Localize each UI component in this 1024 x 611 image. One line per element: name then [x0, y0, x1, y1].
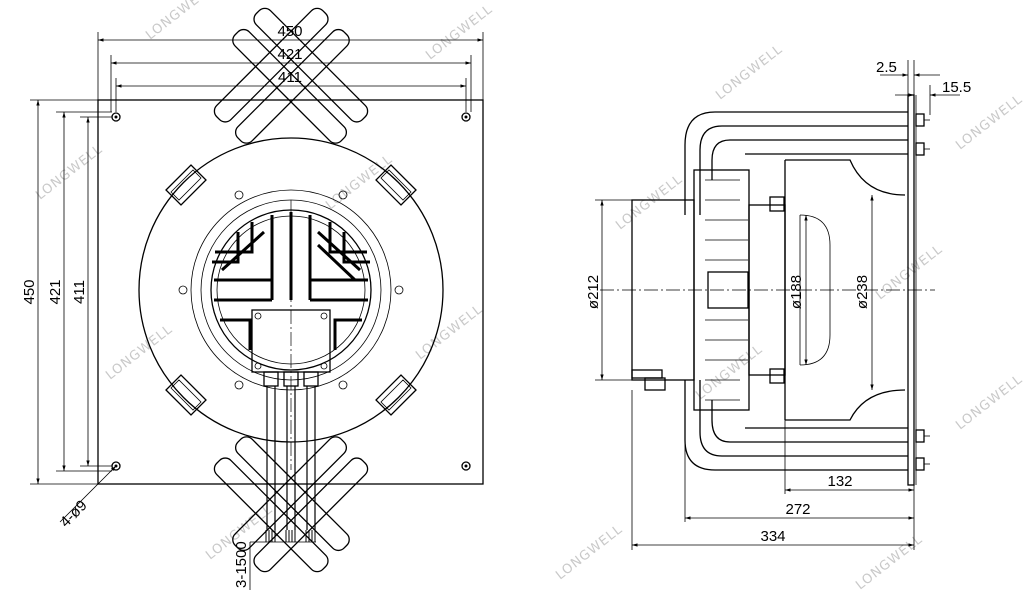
watermark: LONGWELL [693, 342, 766, 403]
watermark: LONGWELL [143, 0, 216, 43]
watermark: LONGWELL [413, 302, 486, 363]
dim-dia-212: ø212 [585, 275, 602, 309]
dim-334: 334 [760, 528, 785, 545]
watermark: LONGWELL [853, 532, 926, 593]
dim-top-411: 411 [278, 69, 302, 86]
dim-left-450: 450 [21, 279, 38, 304]
left-dimensions: 450 421 411 [21, 99, 112, 485]
dim-15-5: 15.5 [942, 79, 971, 96]
strut [213, 7, 417, 206]
depth-dimensions: 132 272 334 [631, 390, 915, 550]
dim-2-5: 2.5 [876, 59, 897, 76]
hole-callout: 4-ø9 [57, 465, 117, 531]
impeller-side [785, 159, 906, 421]
diameter-dimensions: ø212 ø188 ø238 [585, 195, 874, 390]
motor-heatsink [210, 209, 372, 371]
support-struts [165, 7, 417, 573]
watermark: LONGWELL [953, 372, 1024, 433]
plate-dimensions: 2.5 15.5 [876, 59, 971, 115]
dim-left-411: 411 [71, 280, 88, 304]
side-view: 2.5 15.5 ø212 ø188 ø238 132 272 334 [585, 59, 971, 550]
strut [213, 374, 417, 573]
dim-272: 272 [785, 501, 810, 518]
cable-glands [263, 371, 319, 387]
watermark: LONGWELL [873, 242, 946, 303]
side-bolts [915, 113, 930, 471]
watermark: LONGWELL [423, 2, 496, 63]
watermark: LONGWELL [553, 522, 626, 583]
dim-left-421: 421 [47, 279, 64, 304]
mounting-plate [97, 99, 484, 485]
dim-top-421: 421 [277, 46, 302, 63]
top-dimensions: 450 421 411 [97, 23, 484, 112]
dim-dia-238: ø238 [854, 275, 871, 309]
dim-holes: 4-ø9 [57, 497, 91, 531]
watermark: LONGWELL [953, 92, 1024, 153]
watermark: LONGWELL [323, 152, 396, 213]
dim-132: 132 [827, 473, 852, 490]
strut [165, 7, 369, 206]
dim-top-450: 450 [277, 23, 302, 40]
front-view: 450 421 411 450 421 411 4-ø9 [21, 7, 484, 590]
strut [165, 374, 369, 573]
dim-cables: 3-1500 [233, 541, 250, 588]
cable-callout: 3-1500 [233, 541, 316, 590]
watermark-layer: LONGWELL LONGWELL LONGWELL LONGWELL LONG… [33, 0, 1024, 593]
motor-bolts [178, 190, 404, 390]
watermark: LONGWELL [713, 42, 786, 103]
watermark: LONGWELL [33, 142, 106, 203]
dim-dia-188: ø188 [788, 275, 805, 309]
watermark: LONGWELL [613, 172, 686, 233]
cables [265, 386, 316, 542]
